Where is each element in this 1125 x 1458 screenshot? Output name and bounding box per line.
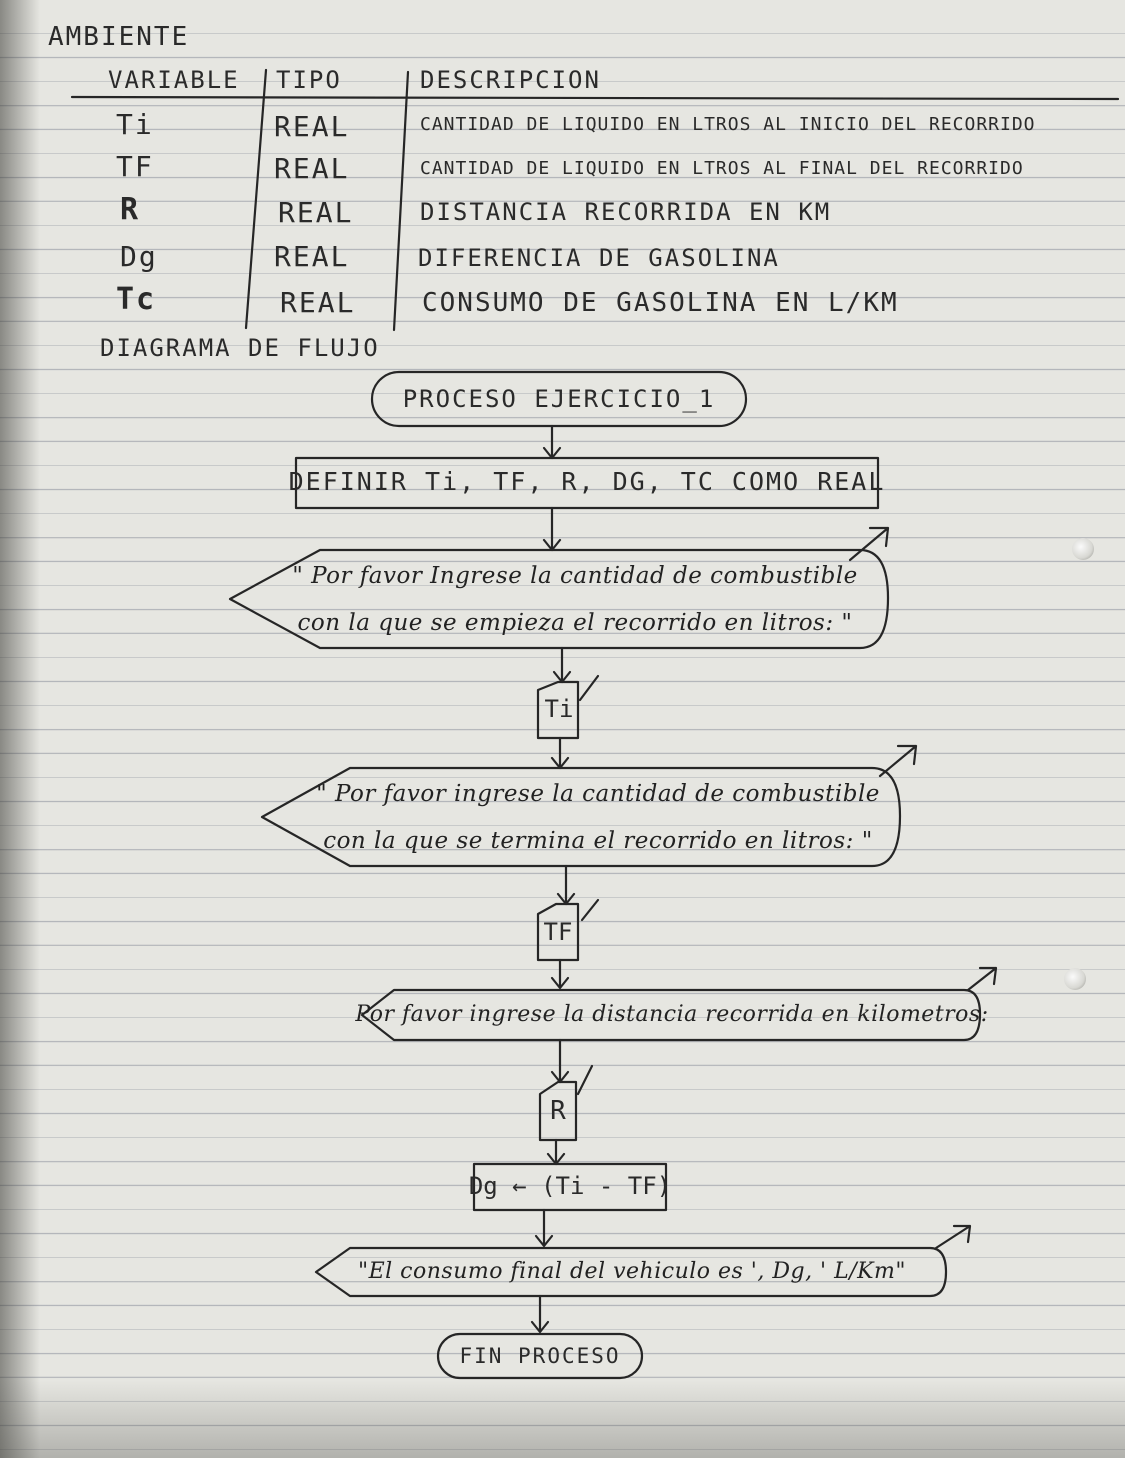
flow-arrow — [542, 424, 562, 460]
table-header-descripcion: DESCRIPCION — [420, 66, 601, 94]
read-r-input-shape — [538, 1080, 578, 1142]
display-output-mark — [934, 1224, 972, 1250]
flow-arrow — [550, 1038, 570, 1084]
page-shadow-left — [0, 0, 40, 1458]
prompt1-display-shape — [228, 548, 890, 650]
prompt3-text: Por favor ingrese la distancia recorrida… — [355, 1002, 989, 1027]
display-output-mark — [848, 526, 890, 562]
table-row-variable: Tc — [116, 282, 157, 317]
diagram-title: DIAGRAMA DE FLUJO — [100, 334, 380, 362]
table-row-descripcion: CONSUMO DE GASOLINA EN L/KM — [422, 288, 899, 318]
table-row-variable: Ti — [116, 108, 154, 141]
define-process-shape — [294, 456, 880, 510]
flow-arrow — [552, 646, 572, 684]
prompt1-line1: " Por favor Ingrese la cantidad de combu… — [292, 563, 858, 589]
table-row-tipo: REAL — [274, 240, 350, 273]
display-output-mark — [966, 966, 998, 992]
flow-arrow — [556, 864, 576, 906]
read-ti-input-shape — [536, 680, 580, 740]
table-column-divider — [392, 70, 410, 332]
input-mark — [578, 674, 600, 702]
end-terminal-label: FIN PROCESO — [459, 1344, 621, 1368]
table-row-tipo: REAL — [280, 286, 356, 319]
output-display-shape — [314, 1246, 948, 1298]
assign-process-shape — [472, 1162, 668, 1212]
read-ti-label: Ti — [544, 695, 574, 723]
flow-arrow — [550, 958, 570, 990]
table-header-rule — [70, 95, 1120, 101]
start-terminal-label: PROCESO EJERCICIO_1 — [402, 385, 716, 413]
prompt2-line2: con la que se termina el recorrido en li… — [323, 828, 873, 854]
read-r-label: R — [550, 1096, 566, 1126]
table-header-tipo: TIPO — [276, 66, 342, 94]
end-terminal-shape — [436, 1332, 644, 1380]
flow-arrow — [530, 1294, 550, 1334]
flow-arrow — [542, 506, 562, 552]
table-row-tipo: REAL — [278, 196, 354, 229]
flow-arrow — [534, 1208, 554, 1248]
table-row-variable: Dg — [120, 240, 158, 273]
page-heading: AMBIENTE — [48, 22, 190, 52]
binder-hole-top — [1072, 538, 1094, 560]
table-column-divider — [244, 68, 268, 330]
binder-hole-bottom — [1064, 968, 1086, 990]
assign-process-label: Dg ← (Ti - TF) — [468, 1172, 672, 1200]
table-header-variable: VARIABLE — [108, 66, 240, 94]
table-row-tipo: REAL — [274, 152, 350, 185]
define-process-label: DEFINIR Ti, TF, R, DG, TC COMO REAL — [288, 467, 886, 496]
read-tf-input-shape — [536, 902, 580, 962]
input-mark — [576, 1064, 594, 1096]
start-terminal-shape — [370, 370, 748, 428]
display-output-mark — [878, 744, 918, 778]
prompt2-line1: " Por favor ingrese la cantidad de combu… — [316, 781, 880, 807]
prompt3-display-shape — [360, 988, 982, 1042]
table-row-descripcion: CANTIDAD DE LIQUIDO EN LTROS AL INICIO D… — [420, 114, 1036, 135]
prompt1-line2: con la que se empieza el recorrido en li… — [297, 610, 853, 636]
flow-arrow — [546, 1138, 566, 1166]
output-display-label: "El consumo final del vehiculo es ', Dg,… — [357, 1259, 907, 1284]
table-row-tipo: REAL — [274, 110, 350, 143]
input-mark — [580, 898, 600, 922]
table-row-variable: R — [120, 192, 141, 227]
table-row-variable: TF — [116, 150, 154, 183]
table-row-descripcion: CANTIDAD DE LIQUIDO EN LTROS AL FINAL DE… — [420, 158, 1024, 179]
read-tf-label: TF — [543, 918, 573, 946]
flow-arrow — [550, 736, 570, 770]
table-row-descripcion: DIFERENCIA DE GASOLINA — [418, 244, 780, 272]
table-row-descripcion: DISTANCIA RECORRIDA EN KM — [420, 198, 832, 226]
page-shadow-bottom — [0, 1380, 1125, 1458]
